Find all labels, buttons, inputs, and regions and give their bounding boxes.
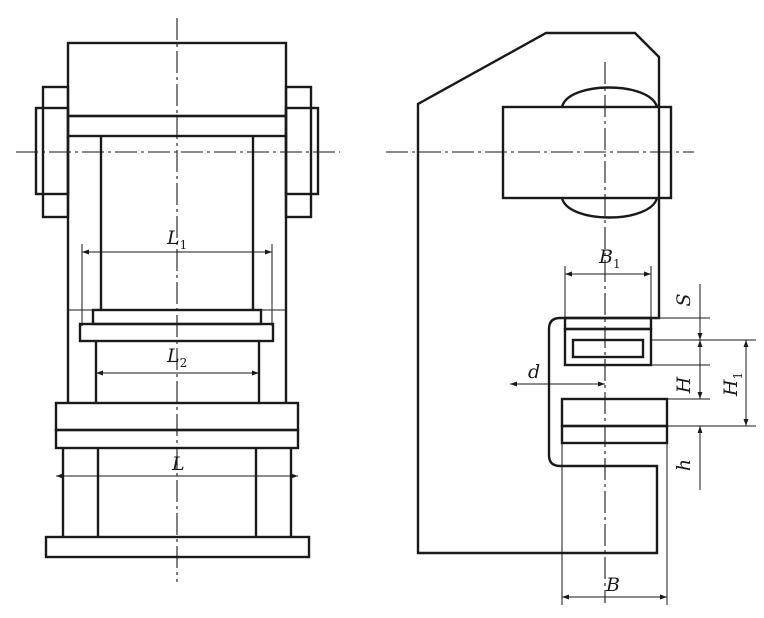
side-slide-outer [563,327,653,367]
side-slide-inner [571,338,645,359]
label-L2: L2 [166,345,187,370]
label-B1: B1 [598,246,621,271]
left-guide-inner [34,106,70,196]
label-H: H [673,376,695,394]
side-slide-top [563,316,653,331]
label-d: d [528,361,540,383]
label-B: B [605,574,620,596]
front-view: L1 L2 L [16,18,340,582]
label-L1: L1 [166,227,187,252]
crank-bulge-top [560,86,659,108]
label-H1: H1 [720,372,745,397]
label-L: L [171,453,185,475]
side-view: B1 S H H1 h d B [386,31,756,605]
frame-outline [416,31,661,555]
right-guide-inner [284,106,320,196]
side-bolster [560,397,669,428]
crank-bulge-bottom [560,197,659,219]
label-S: S [673,293,695,306]
side-bolster-lower [560,424,669,445]
label-h: h [673,459,695,471]
